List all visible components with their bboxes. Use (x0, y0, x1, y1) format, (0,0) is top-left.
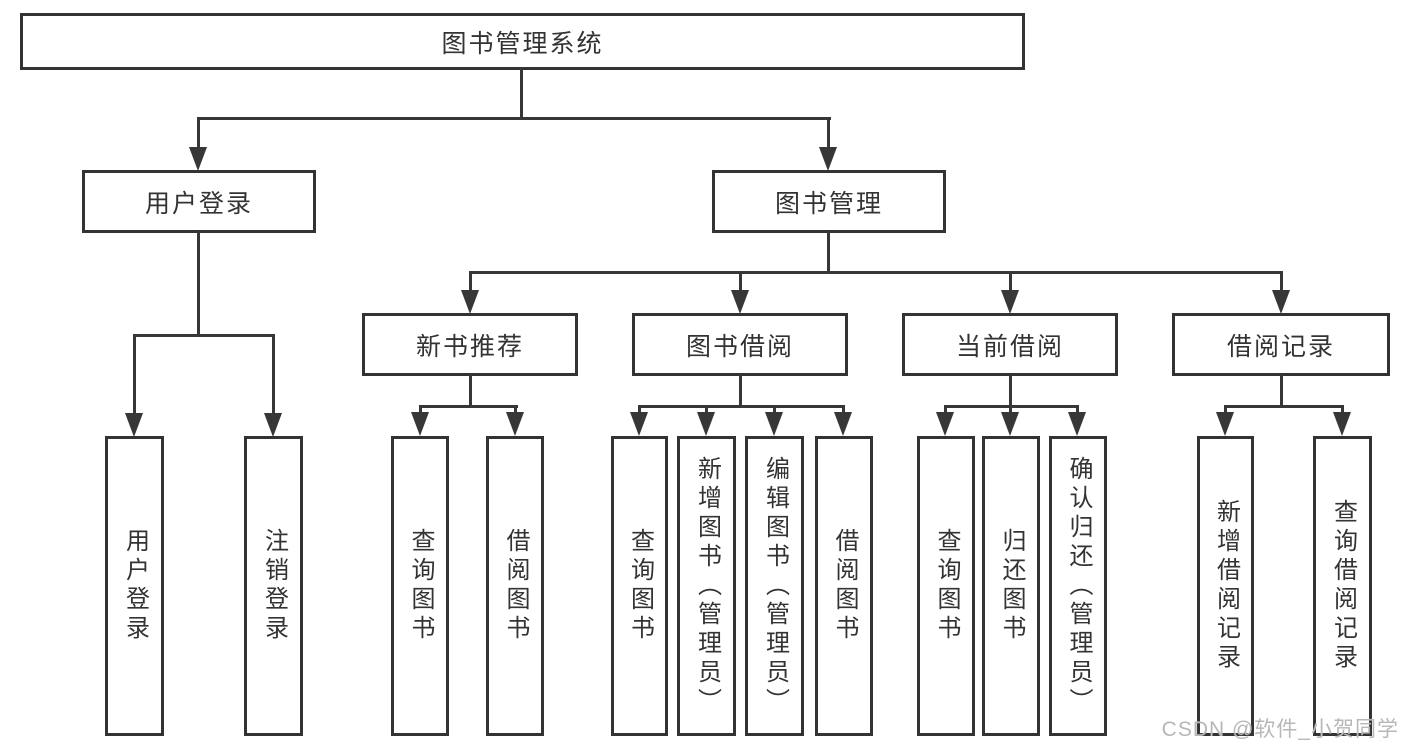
edge-drop-book-mgmt (827, 117, 830, 152)
node-book-borrowing-label: 图书借阅 (685, 332, 794, 361)
edge-bookmgmt-stem (827, 231, 830, 274)
leaf-rec-add-record: 新增借阅记录 (1197, 436, 1254, 736)
arrowhead-current (1001, 290, 1019, 314)
edge-drop-nb-query (419, 405, 422, 417)
node-user-login: 用户登录 (82, 170, 316, 233)
edge-drop-login-leaf (133, 334, 136, 417)
leaf-nb-borrow-books: 借阅图书 (486, 436, 544, 736)
edge-drop-bb-add (705, 405, 708, 417)
edge-drop-bb-borrow (842, 405, 845, 417)
node-book-borrowing: 图书借阅 (632, 313, 848, 376)
leaf-bb-query-books-label: 查询图书 (626, 528, 654, 644)
leaf-bb-edit-books-admin-label: 编辑图书（管理员） (761, 455, 789, 717)
arrowhead-cb-confirm (1068, 412, 1086, 436)
leaf-bb-edit-books-admin: 编辑图书（管理员） (745, 436, 804, 736)
arrowhead-rec-add (1216, 412, 1234, 436)
leaf-cb-confirm-return-admin: 确认归还（管理员） (1049, 436, 1107, 736)
arrowhead-bb-edit (765, 412, 783, 436)
edge-drop-bb-edit (773, 405, 776, 417)
leaf-bb-borrow-books: 借阅图书 (815, 436, 873, 736)
node-new-book-recommend-label: 新书推荐 (415, 332, 524, 361)
edge-drop-records (1280, 271, 1283, 293)
arrowhead-new-book (461, 290, 479, 314)
arrowhead-bb-add (697, 412, 715, 436)
leaf-cb-confirm-return-admin-label: 确认归还（管理员） (1065, 455, 1092, 717)
csdn-watermark: CSDN @软件_小贺同学 (1161, 718, 1399, 741)
arrowhead-borrowing (731, 290, 749, 314)
edge-current-stem (1009, 374, 1012, 408)
edge-drop-rec-query (1341, 405, 1344, 417)
edge-drop-cb-confirm (1076, 405, 1079, 417)
edge-borrowing-stem (739, 374, 742, 408)
node-borrowing-records: 借阅记录 (1172, 313, 1390, 376)
edge-drop-logout-leaf (272, 334, 275, 417)
arrowhead-rec-query (1333, 412, 1351, 436)
arrowhead-login-leaf (125, 413, 143, 437)
edge-records-bar (1224, 405, 1344, 408)
leaf-user-login-label: 用户登录 (121, 528, 149, 644)
leaf-cb-query-books: 查询图书 (917, 436, 975, 736)
arrowhead-nb-borrow (506, 412, 524, 436)
node-root-system: 图书管理系统 (20, 13, 1025, 70)
leaf-nb-query-books: 查询图书 (391, 436, 449, 736)
leaf-cb-return-books: 归还图书 (982, 436, 1040, 736)
leaf-nb-query-books-label: 查询图书 (407, 528, 434, 644)
edge-drop-bb-query (638, 405, 641, 417)
node-book-management-label: 图书管理 (774, 189, 883, 218)
edge-bookmgmt-bar (469, 271, 1283, 274)
node-book-management: 图书管理 (712, 170, 946, 233)
edge-drop-user-login (197, 117, 200, 152)
arrowhead-nb-query (411, 412, 429, 436)
arrowhead-cb-return (1001, 412, 1019, 436)
arrowhead-logout-leaf (264, 413, 282, 437)
node-root-label: 图书管理系统 (441, 29, 604, 58)
arrowhead-cb-query (936, 412, 954, 436)
node-current-borrowing: 当前借阅 (902, 313, 1118, 376)
edge-root-bar (197, 117, 831, 120)
edge-root-stem (520, 68, 523, 119)
edge-drop-borrowing (739, 271, 742, 293)
leaf-nb-borrow-books-label: 借阅图书 (502, 528, 529, 644)
leaf-rec-add-record-label: 新增借阅记录 (1212, 499, 1240, 673)
leaf-cb-query-books-label: 查询图书 (933, 528, 960, 644)
edge-drop-nb-borrow (514, 405, 517, 417)
edge-newbook-bar (419, 405, 518, 408)
leaf-cb-return-books-label: 归还图书 (998, 528, 1025, 644)
arrowhead-bb-borrow (834, 412, 852, 436)
edge-drop-current (1009, 271, 1012, 293)
leaf-rec-query-record: 查询借阅记录 (1313, 436, 1372, 736)
arrowhead-book-mgmt (819, 147, 837, 171)
node-new-book-recommend: 新书推荐 (362, 313, 578, 376)
arrowhead-records (1272, 290, 1290, 314)
node-borrowing-records-label: 借阅记录 (1226, 332, 1335, 361)
edge-userlogin-bar (133, 334, 275, 337)
node-user-login-label: 用户登录 (144, 189, 253, 218)
edge-records-stem (1280, 374, 1283, 408)
edge-userlogin-stem (197, 231, 200, 337)
edge-drop-rec-add (1224, 405, 1227, 417)
arrowhead-bb-query (630, 412, 648, 436)
leaf-user-login: 用户登录 (105, 436, 164, 736)
edge-drop-new-book (469, 271, 472, 293)
node-current-borrowing-label: 当前借阅 (955, 332, 1064, 361)
leaf-rec-query-record-label: 查询借阅记录 (1329, 499, 1357, 673)
leaf-bb-query-books: 查询图书 (611, 436, 668, 736)
edge-drop-cb-return (1009, 405, 1012, 417)
leaf-bb-borrow-books-label: 借阅图书 (831, 528, 858, 644)
edge-newbook-stem (469, 374, 472, 408)
leaf-bb-add-books-admin-label: 新增图书（管理员） (693, 455, 721, 717)
edge-borrowing-bar (638, 405, 845, 408)
arrowhead-user-login (189, 147, 207, 171)
edge-drop-cb-query (944, 405, 947, 417)
leaf-logout-label: 注销登录 (260, 528, 288, 644)
leaf-logout: 注销登录 (244, 436, 303, 736)
leaf-bb-add-books-admin: 新增图书（管理员） (677, 436, 736, 736)
